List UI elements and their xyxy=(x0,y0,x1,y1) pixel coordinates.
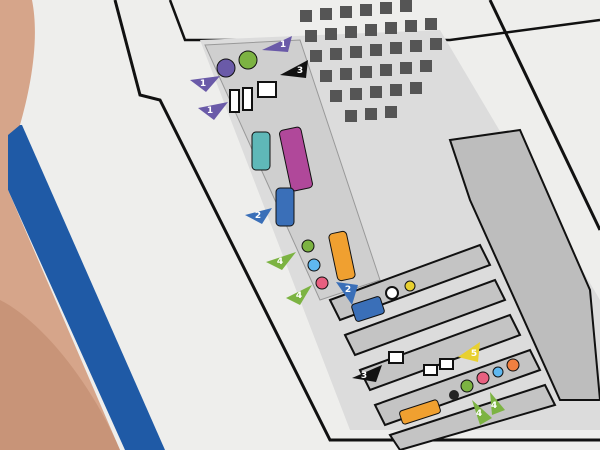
svg-text:3: 3 xyxy=(297,66,303,76)
card-game-port xyxy=(399,399,441,425)
callout: 4 xyxy=(266,252,296,270)
card-vga-port xyxy=(351,296,385,322)
usb-port xyxy=(242,87,253,111)
card-audio-jack xyxy=(460,379,474,393)
parallel-port xyxy=(279,126,313,192)
svg-text:2: 2 xyxy=(255,211,261,221)
ps2-keyboard-port xyxy=(238,50,258,70)
callout: 4 xyxy=(286,285,312,305)
svg-text:4: 4 xyxy=(277,257,283,267)
usb-port xyxy=(229,89,240,113)
blue-strip xyxy=(8,125,165,450)
card-audio-jack xyxy=(492,366,504,378)
card-ethernet-port xyxy=(423,364,438,376)
s-video-port xyxy=(385,286,399,300)
case-side-line xyxy=(488,0,600,231)
drive-bay xyxy=(448,128,600,401)
callout: 4 xyxy=(472,400,492,425)
callout: 1 xyxy=(262,36,292,52)
svg-text:4: 4 xyxy=(476,409,482,419)
svg-text:1: 1 xyxy=(207,106,213,116)
rca-port xyxy=(404,280,416,292)
callout: 2 xyxy=(245,208,272,224)
callout: 5 xyxy=(458,342,480,362)
card-audio-jack xyxy=(476,371,490,385)
audio-jack-mic xyxy=(315,276,329,290)
callout: 1 xyxy=(190,76,220,92)
serial-port xyxy=(251,131,271,171)
svg-text:4: 4 xyxy=(491,401,497,411)
fan-grille xyxy=(300,0,442,122)
card-ethernet-port xyxy=(388,351,404,364)
vga-port xyxy=(275,187,295,227)
hand-shadow xyxy=(0,300,120,450)
audio-jack-line-out xyxy=(301,239,315,253)
svg-text:1: 1 xyxy=(200,79,206,89)
callout: 2 xyxy=(336,282,358,305)
callout: 3 xyxy=(352,365,382,382)
ethernet-port xyxy=(257,81,277,98)
svg-text:3: 3 xyxy=(361,371,367,381)
card-audio-jack xyxy=(449,390,459,400)
audio-jack-line-in xyxy=(307,258,321,272)
svg-text:1: 1 xyxy=(280,40,286,50)
callout: 4 xyxy=(490,392,505,415)
card-ethernet-port xyxy=(439,358,454,370)
card-audio-jack xyxy=(506,358,520,372)
callout: 1 xyxy=(198,102,228,120)
callout: 3 xyxy=(280,60,308,78)
svg-text:5: 5 xyxy=(471,349,477,359)
ps2-mouse-port xyxy=(216,58,236,78)
svg-text:4: 4 xyxy=(296,291,302,301)
svg-text:2: 2 xyxy=(345,285,351,295)
game-port xyxy=(328,230,356,282)
